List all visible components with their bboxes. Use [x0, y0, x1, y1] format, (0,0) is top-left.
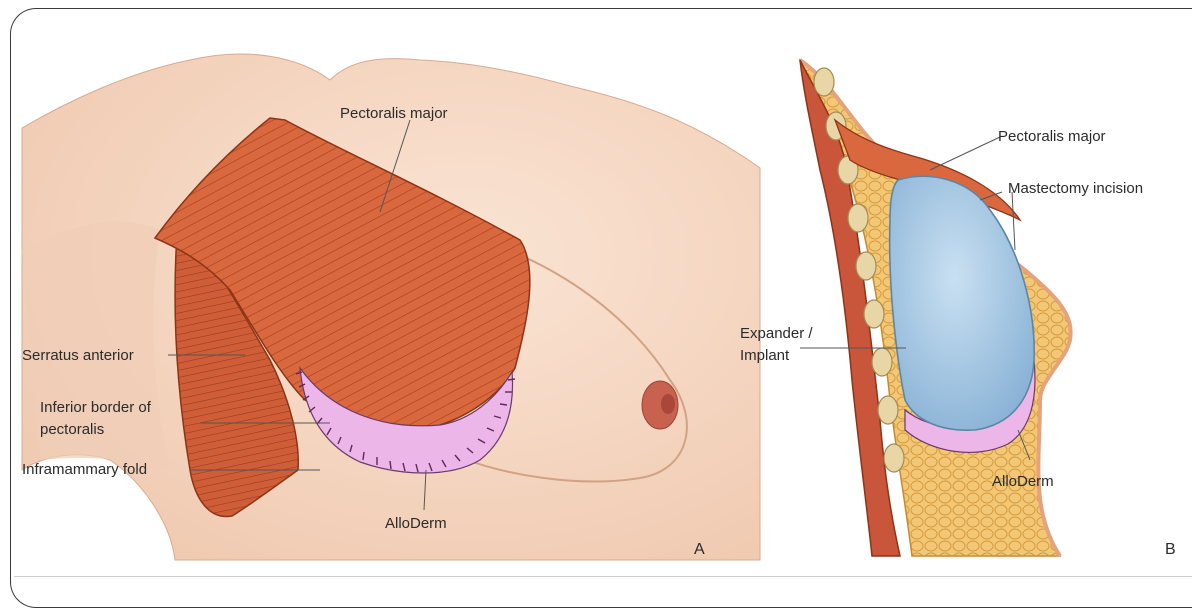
- panel-letter-a: A: [694, 541, 705, 558]
- label-expander-1: Expander /: [740, 325, 813, 342]
- label-alloderm-b: AlloDerm: [992, 473, 1054, 490]
- label-serratus-anterior: Serratus anterior: [22, 347, 134, 364]
- label-inferior-border-2: pectoralis: [40, 421, 104, 438]
- label-pectoralis-major-b: Pectoralis major: [998, 128, 1106, 145]
- panel-letter-b: B: [1165, 541, 1176, 558]
- label-inferior-border-1: Inferior border of: [40, 399, 152, 416]
- label-pectoralis-major-a: Pectoralis major: [340, 105, 448, 122]
- nipple-center: [661, 394, 675, 414]
- label-alloderm-a: AlloDerm: [385, 515, 447, 532]
- panel-a: Pectoralis major Serratus anterior Infer…: [22, 54, 760, 560]
- panel-b: Pectoralis major Mastectomy incision Exp…: [740, 60, 1176, 558]
- label-inframammary-fold: Inframammary fold: [22, 461, 147, 478]
- label-mastectomy-incision: Mastectomy incision: [1008, 180, 1143, 197]
- label-expander-2: Implant: [740, 347, 790, 364]
